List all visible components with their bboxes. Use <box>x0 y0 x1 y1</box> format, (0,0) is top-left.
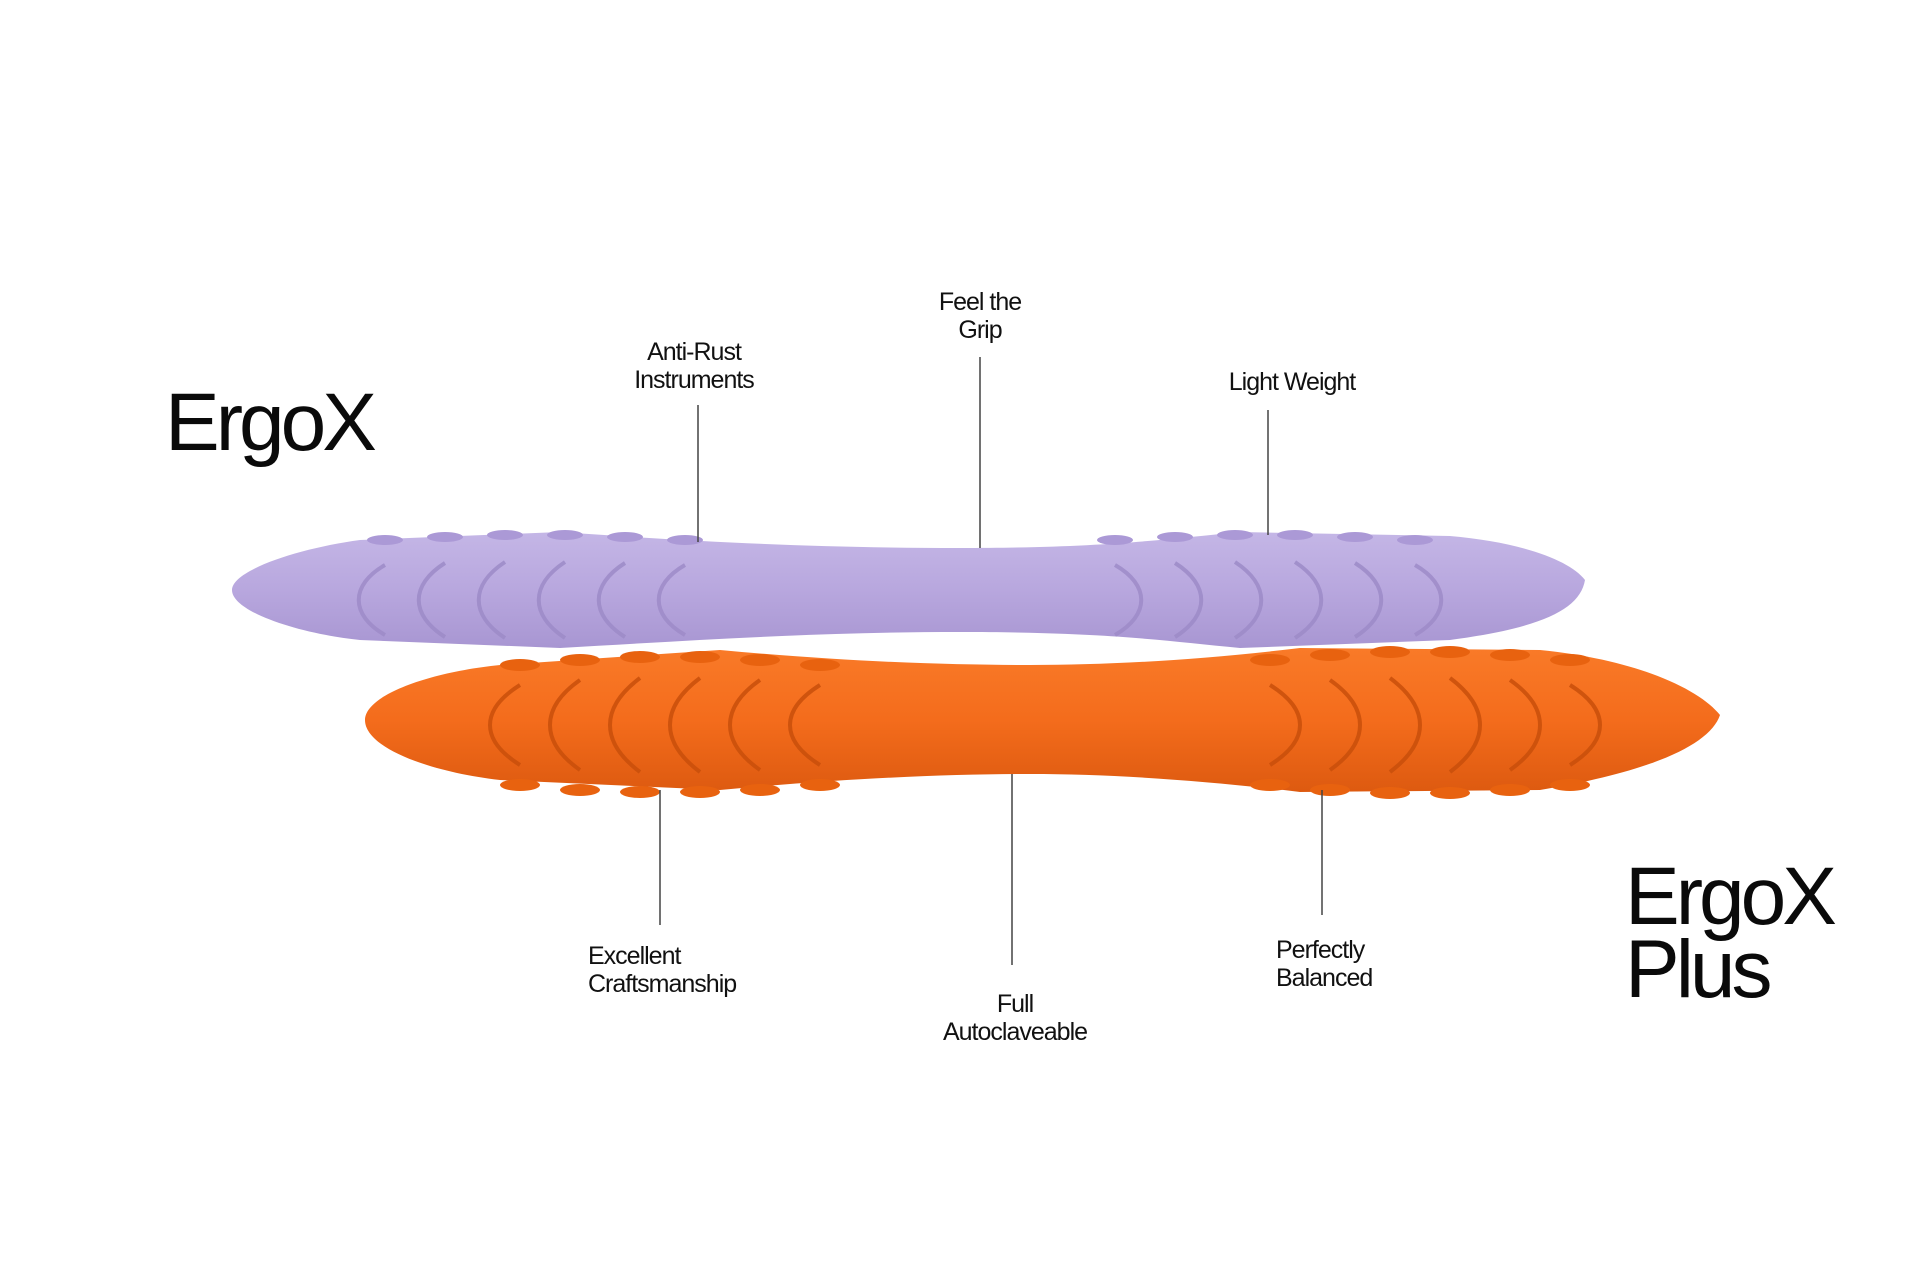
feature-autoclaveable-line1: Full <box>996 990 1034 1018</box>
ergox-plus-grip-ridges-right <box>1268 676 1602 774</box>
ergox-plus-title: ErgoX Plus <box>1625 851 1837 1015</box>
ergox-grip-ridges-left <box>356 560 686 640</box>
feature-craftsmanship-line1: Excellent <box>588 942 681 970</box>
feature-feel-grip: Feel the Grip <box>938 288 1022 344</box>
feature-balanced: Perfectly Balanced <box>1276 936 1373 992</box>
ergox-grip-ridges-right <box>1114 560 1444 640</box>
feature-balanced-line1: Perfectly <box>1276 936 1365 964</box>
feature-light-weight: Light Weight <box>1228 368 1357 396</box>
feature-feel-grip-line1: Feel the <box>938 288 1022 316</box>
feature-craftsmanship: Excellent Craftsmanship <box>588 942 737 998</box>
feature-anti-rust-line2: Instruments <box>634 366 755 394</box>
feature-anti-rust: Anti-Rust Instruments <box>634 338 755 394</box>
feature-autoclaveable-line2: Autoclaveable <box>942 1018 1088 1046</box>
feature-craftsmanship-line2: Craftsmanship <box>588 970 737 998</box>
ergox-plus-title-line1: ErgoX <box>1625 851 1837 942</box>
ergox-top-bumps <box>367 530 1433 545</box>
ergox-plus-handle <box>365 646 1720 799</box>
ergox-plus-title-line2: Plus <box>1625 924 1773 1015</box>
feature-anti-rust-line1: Anti-Rust <box>647 338 742 366</box>
feature-feel-grip-line2: Grip <box>958 316 1002 344</box>
ergox-plus-edge-bumps <box>500 646 1590 799</box>
ergox-plus-grip-ridges-left <box>488 676 822 774</box>
callout-lines <box>659 357 1323 965</box>
feature-light-weight-line1: Light Weight <box>1228 368 1357 396</box>
feature-balanced-line2: Balanced <box>1276 964 1373 992</box>
ergox-title: ErgoX <box>165 377 377 468</box>
ergox-handle <box>232 530 1585 648</box>
feature-autoclaveable: Full Autoclaveable <box>942 990 1088 1046</box>
